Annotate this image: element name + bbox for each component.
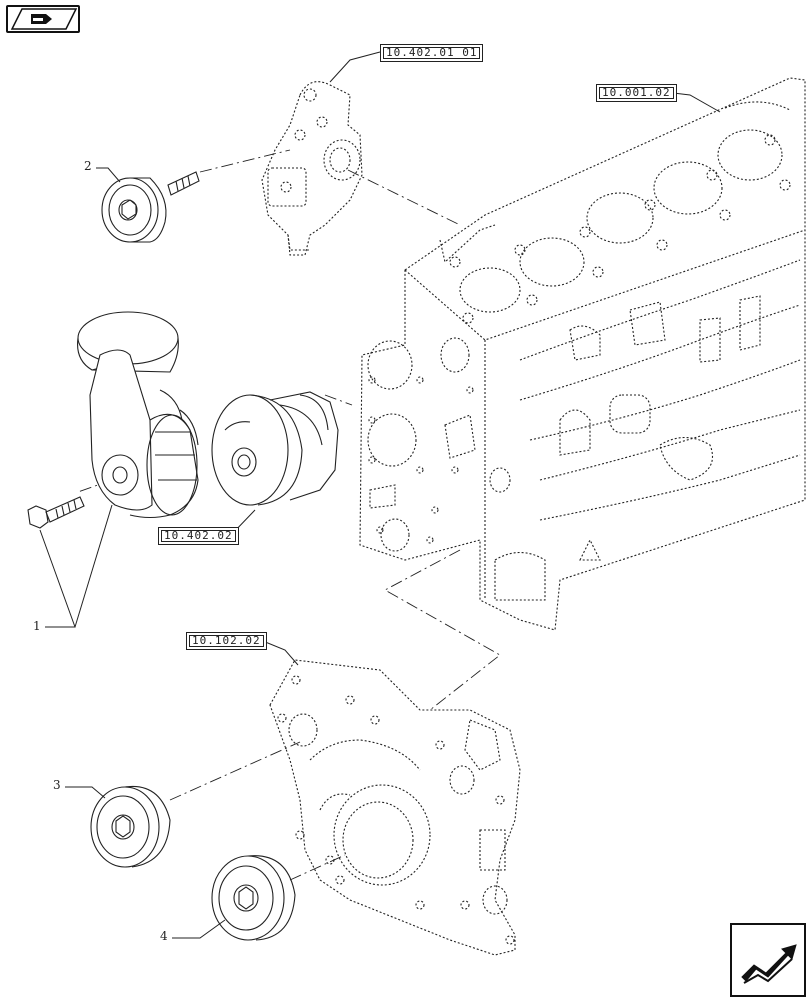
ref-box-engine-block[interactable]: 10.001.02	[596, 84, 677, 102]
part-2-idler-pulley	[101, 171, 200, 243]
assembly-centerlines	[77, 149, 501, 881]
callout-1: 1	[33, 619, 41, 633]
callout-4: 4	[160, 929, 168, 943]
ref-box-timing-cover[interactable]: 10.102.02	[186, 632, 267, 650]
next-page-arrow-icon[interactable]	[730, 923, 806, 997]
engine-block	[359, 77, 806, 631]
part-4-pulley	[211, 855, 296, 941]
callout-3: 3	[53, 778, 61, 792]
ref-box-bracket[interactable]: 10.402.01 01	[380, 44, 484, 62]
mounting-bracket	[261, 81, 363, 256]
parts-group-icon[interactable]	[6, 5, 80, 33]
pencil-folder-icon	[10, 8, 78, 30]
belt-tensioner-assembly	[77, 311, 199, 519]
water-pump-pulley	[211, 391, 339, 506]
callout-2: 2	[84, 159, 92, 173]
ref-box-water-pump[interactable]: 10.402.02	[158, 527, 239, 545]
arrow-icon	[741, 944, 797, 984]
leader-lines	[39, 51, 721, 939]
part-1-bolt	[27, 496, 85, 529]
part-3-pulley	[90, 785, 171, 868]
timing-cover	[269, 659, 521, 956]
